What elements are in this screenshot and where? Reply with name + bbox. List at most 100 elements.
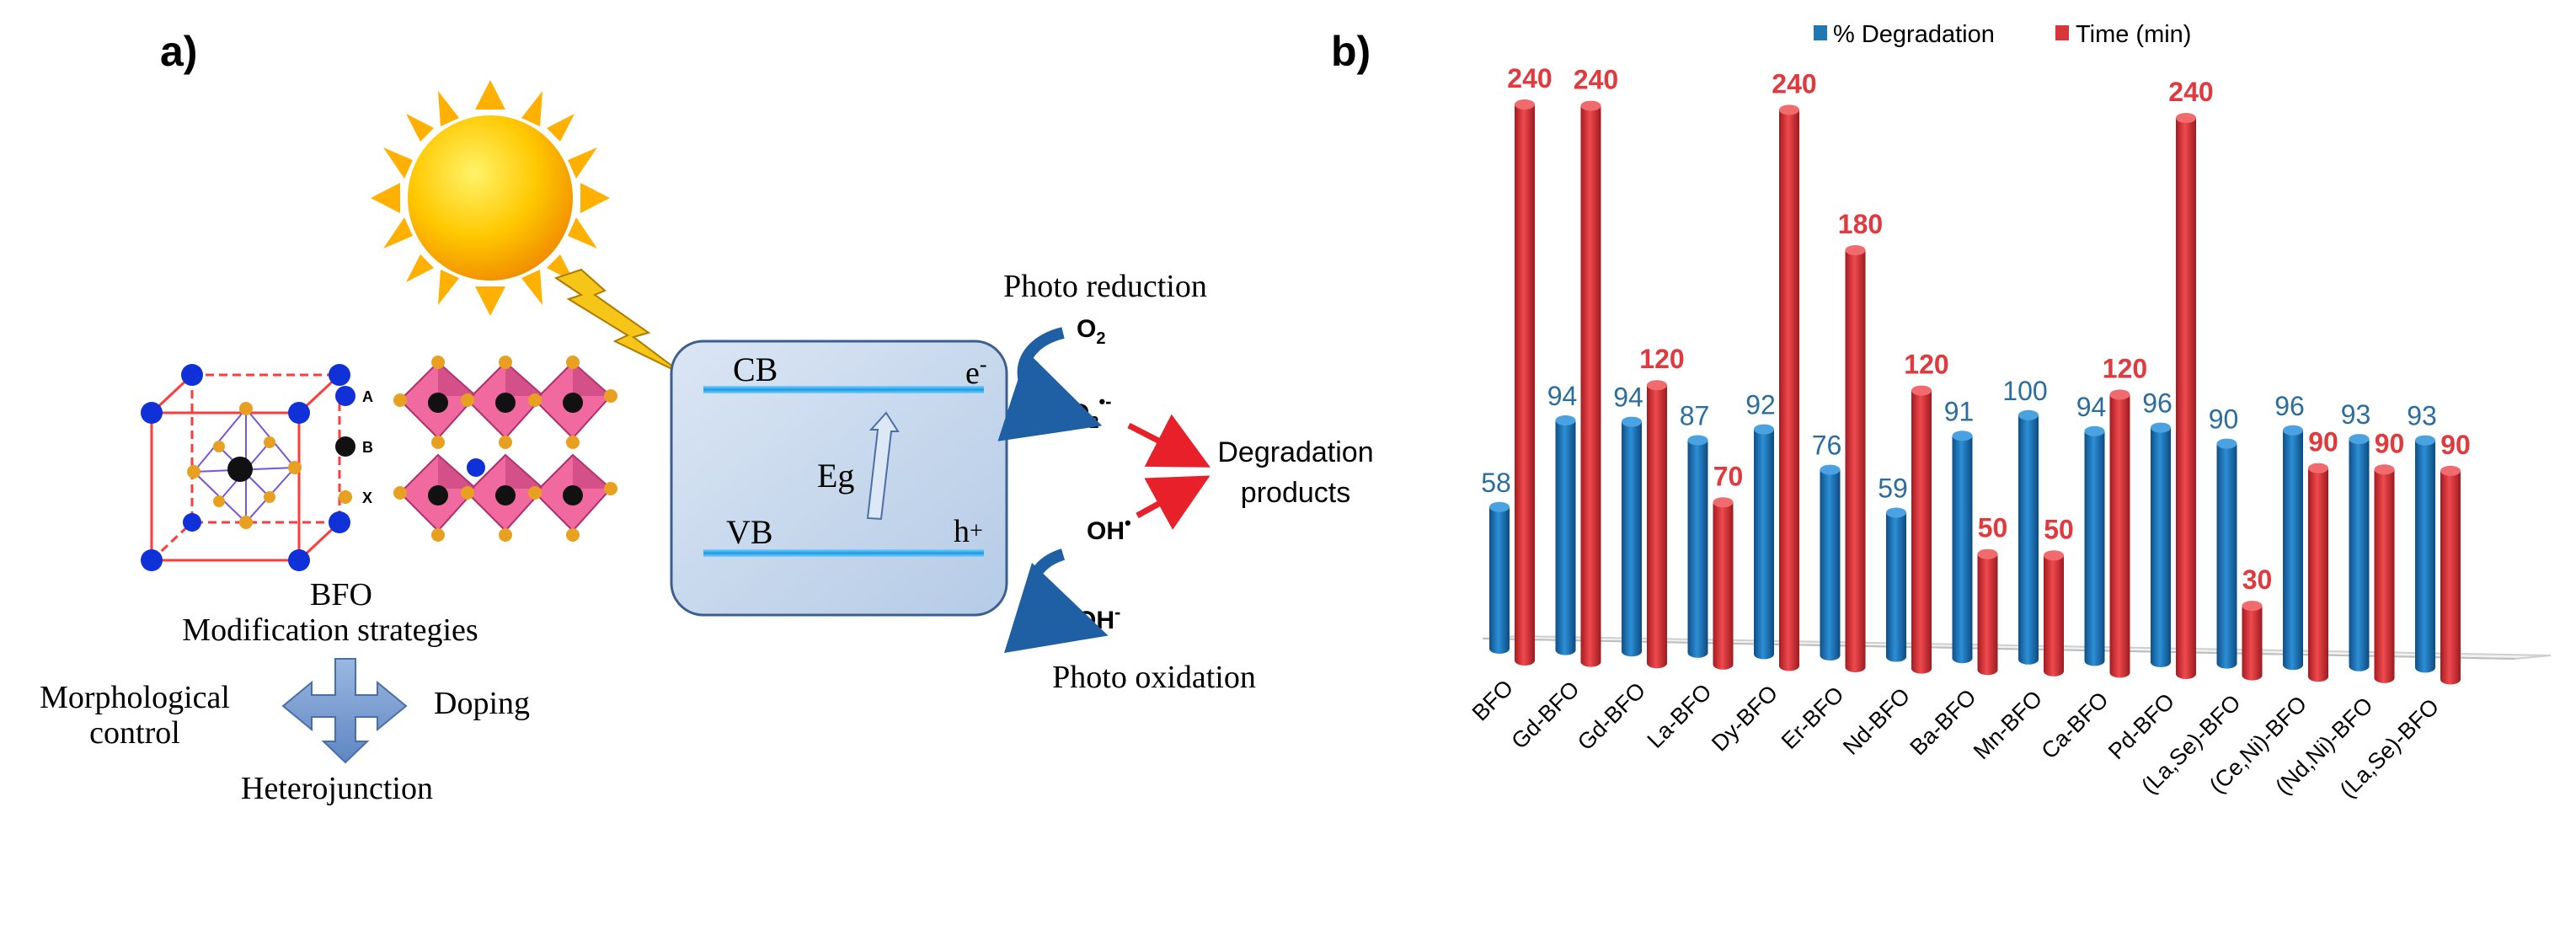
time-bar xyxy=(1911,385,1932,674)
time-bar xyxy=(1515,99,1535,666)
products-label: products xyxy=(1241,477,1350,509)
time-value-label: 240 xyxy=(2168,77,2213,107)
morphological-label: Morphological xyxy=(40,680,230,715)
legend-swatch-degradation xyxy=(1814,25,1827,40)
degradation-label: Degradation xyxy=(1217,436,1373,468)
x-tick-label: BFO xyxy=(1467,675,1518,725)
time-value-label: 240 xyxy=(1507,63,1552,94)
legend-swatch-time xyxy=(2055,25,2069,40)
svg-text:A: A xyxy=(362,388,373,405)
degradation-value-label: 94 xyxy=(1613,382,1643,413)
lightning-icon xyxy=(553,268,685,376)
time-value-label: 180 xyxy=(1838,209,1883,239)
control-label: control xyxy=(89,715,180,751)
valence-band xyxy=(703,549,984,557)
bars-group: 5824094240941208770922407618059120915010… xyxy=(1481,63,2471,685)
legend-label-degradation: % Degradation xyxy=(1833,21,1995,48)
cb-label: CB xyxy=(733,350,778,388)
svg-text:X: X xyxy=(362,489,372,506)
time-value-label: 120 xyxy=(1639,344,1684,374)
degradation-value-label: 59 xyxy=(1878,473,1908,504)
time-bar xyxy=(1713,497,1734,670)
degradation-value-label: 90 xyxy=(2209,404,2239,435)
degradation-value-label: 87 xyxy=(1680,401,1710,431)
degradation-value-label: 93 xyxy=(2407,401,2437,431)
photo-oxidation-label: Photo oxidation xyxy=(1052,660,1256,695)
hydroxide-label: OH- xyxy=(1077,602,1120,634)
bfo-label: BFO xyxy=(310,577,372,612)
degradation-bar xyxy=(1952,431,1973,664)
x-tick-labels: BFOGd-BFOGd-BFOLa-BFODy-BFOEr-BFONd-BFOB… xyxy=(1467,675,2444,803)
time-bar xyxy=(2374,464,2395,683)
time-value-label: 50 xyxy=(2044,514,2074,544)
panel-a-label: a) xyxy=(160,28,197,75)
time-value-label: 70 xyxy=(1713,461,1744,491)
time-value-label: 120 xyxy=(2103,353,2147,383)
x-tick-label: Nd-BFO xyxy=(1838,683,1915,760)
time-value-label: 90 xyxy=(2440,430,2471,460)
reduction-arrow-icon xyxy=(997,327,1103,441)
time-bar xyxy=(1845,245,1866,672)
time-bar xyxy=(2242,601,2263,681)
vb-label: VB xyxy=(726,513,773,551)
eg-label: Eg xyxy=(817,457,854,495)
degradation-bar xyxy=(1820,464,1841,661)
degradation-bar xyxy=(1622,416,1642,657)
time-value-label: 30 xyxy=(2242,564,2273,595)
band-gap-arrow-icon xyxy=(866,411,900,521)
x-tick-label: Er-BFO xyxy=(1777,682,1849,754)
time-bar xyxy=(1580,100,1601,667)
degradation-value-label: 93 xyxy=(2341,399,2371,430)
degradation-value-label: 96 xyxy=(2274,391,2305,421)
time-bar xyxy=(2176,113,2196,679)
perovskite-unit-cell-icon xyxy=(141,364,350,571)
doping-label: Doping xyxy=(434,686,530,721)
heterojunction-label: Heterojunction xyxy=(241,771,433,806)
time-bar xyxy=(1977,548,1998,676)
degradation-value-label: 92 xyxy=(1745,390,1776,420)
x-tick-label: Mn-BFO xyxy=(1969,686,2047,764)
time-bar xyxy=(2440,465,2461,685)
degradation-value-label: 94 xyxy=(2076,392,2107,422)
degradation-bar xyxy=(1886,507,1906,662)
degradation-bar xyxy=(1754,424,1774,660)
degradation-bar xyxy=(1555,415,1576,655)
atom-legend: A B X xyxy=(335,386,373,506)
time-value-label: 240 xyxy=(1574,65,1618,95)
strategies-title: Modification strategies xyxy=(182,612,478,648)
band-diagram-box xyxy=(670,340,1008,617)
hole-label: h+ xyxy=(954,514,983,549)
degradation-value-label: 94 xyxy=(1547,381,1578,411)
degradation-value-label: 76 xyxy=(1812,431,1842,461)
cross-arrow-icon xyxy=(281,658,408,764)
time-bar xyxy=(2044,550,2064,677)
time-value-label: 240 xyxy=(1772,68,1816,99)
photo-reduction-label: Photo reduction xyxy=(1003,269,1207,304)
degradation-bar xyxy=(2349,434,2370,671)
panel-b: b) % Degradation Time (min) 582409424094… xyxy=(1331,21,2552,803)
time-bar xyxy=(1647,380,1667,669)
octahedra-network-icon xyxy=(393,356,617,542)
degradation-bar xyxy=(2018,409,2039,665)
red-arrow-icon xyxy=(1127,414,1211,468)
panel-b-label: b) xyxy=(1331,28,1371,75)
x-tick-label: Dy-BFO xyxy=(1707,680,1782,756)
degradation-bar xyxy=(2216,438,2237,669)
degradation-bar xyxy=(1687,435,1708,658)
sun-icon xyxy=(371,80,610,316)
time-bar xyxy=(1779,104,1799,671)
superoxide-label: O2•- xyxy=(1070,391,1112,432)
time-value-label: 90 xyxy=(2308,427,2338,457)
degradation-bar xyxy=(2283,425,2303,671)
x-tick-label: Ba-BFO xyxy=(1905,684,1981,760)
conduction-band xyxy=(703,386,984,393)
time-value-label: 120 xyxy=(1904,350,1948,380)
chart-legend: % Degradation Time (min) xyxy=(1814,21,2191,48)
oxidation-arrow-icon xyxy=(1003,548,1109,653)
svg-text:B: B xyxy=(362,439,373,456)
time-value-label: 90 xyxy=(2375,428,2405,458)
degradation-bar xyxy=(2084,425,2105,666)
hydroxyl-radical-label: OH• xyxy=(1087,512,1131,545)
o2-label: O2 xyxy=(1077,315,1105,348)
degradation-value-label: 91 xyxy=(1944,396,1975,426)
